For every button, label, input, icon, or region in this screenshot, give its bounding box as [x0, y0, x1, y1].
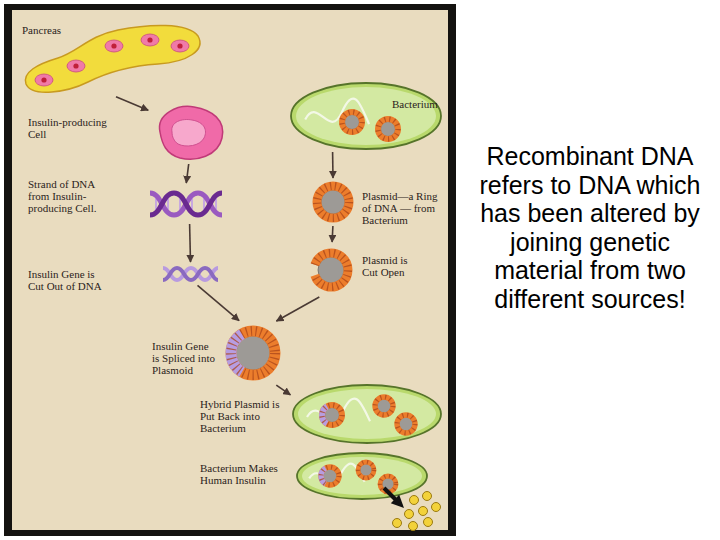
node-label: Insulin Gene is Cut Out of DNA: [28, 268, 103, 292]
flow-arrow: [332, 152, 334, 178]
pancreas-shape-part: [35, 74, 53, 86]
bacterium-cell-part: [322, 405, 342, 425]
flow-arrow: [189, 224, 191, 262]
cell-shape-part: [172, 120, 206, 147]
cell-shape-part: [160, 106, 223, 159]
bacterium-cell: Hybrid Plasmid is Put Back into Bacteriu…: [292, 384, 442, 444]
cell-shape-outline: [150, 102, 228, 162]
bacterium-cell-outline: [292, 384, 442, 444]
node-label: Insulin Gene is Spliced into Plasmoid: [152, 340, 215, 376]
bacterium-cell-part: [375, 397, 393, 415]
bacterium-cell-part: [358, 462, 374, 478]
bacterium-cell-part: [293, 385, 441, 443]
cut-plasmid-outline: [306, 244, 356, 296]
node-label: Plasmid is Cut Open: [362, 254, 414, 278]
bacterium-cell-part: [397, 415, 415, 433]
cell-shape: Insulin-producing Cell: [150, 102, 228, 162]
dna-strand-part: [150, 193, 222, 215]
node-label: Bacterium: [392, 98, 442, 110]
bacterium-cell-part: [375, 397, 393, 415]
output-arrow-head: [391, 495, 404, 508]
frame-border: [4, 4, 456, 536]
cut-plasmid: Plasmid is Cut Open: [306, 244, 356, 296]
hybrid-plasmid-part: [231, 331, 275, 375]
bacterium-cell-part: [380, 476, 396, 492]
insulin-dot: [419, 507, 428, 516]
dna-strand: Strand of DNA from Insulin-producing Cel…: [150, 185, 222, 222]
insulin-dot: [410, 496, 419, 505]
gene-segment: Insulin Gene is Cut Out of DNA: [163, 264, 218, 284]
pancreas-shape: Pancreas: [18, 22, 203, 96]
pancreas-shape-part: [73, 63, 78, 68]
gene-segment-part: [163, 268, 218, 280]
hybrid-plasmid-outline: [222, 322, 284, 384]
pancreas-shape-part: [171, 40, 189, 52]
bacterium-cell-part: [342, 112, 362, 132]
output-arrow-line: [384, 488, 396, 500]
bacterium-cell: Bacterium: [290, 82, 442, 150]
bacterium-cell-part: [291, 83, 441, 149]
flow-arrow: [116, 97, 148, 110]
flow-arrow: [331, 226, 333, 242]
flow-arrow: [198, 285, 240, 320]
node-label: Pancreas: [22, 24, 84, 36]
bacterium-cell-part: [297, 453, 427, 499]
bacterium-cell-part: [380, 476, 396, 492]
definition-note: Recombinant DNA refers to DNA which has …: [476, 142, 704, 313]
insulin-dot: [405, 510, 414, 519]
pancreas-shape-part: [111, 43, 116, 48]
bacterium-cell-part: [397, 415, 415, 433]
cut-plasmid-part: [315, 253, 348, 287]
pancreas-shape-part: [41, 77, 46, 82]
insulin-dot: [409, 522, 418, 531]
bacterium-cell-part: [322, 405, 342, 425]
bacterium-cell-part: [358, 462, 374, 478]
frame-background: [12, 10, 448, 530]
bacterium-cell-part: [298, 389, 436, 439]
gene-segment-outline: [163, 264, 218, 284]
flow-arrow: [276, 385, 290, 395]
node-label: Bacterium Makes Human Insulin: [200, 462, 290, 486]
pancreas-shape-part: [141, 34, 159, 46]
pancreas-shape-part: [147, 37, 152, 42]
insulin-dot: [393, 519, 402, 528]
node-label: Insulin-producing Cell: [28, 116, 120, 140]
plasmid-ring: Plasmid—a Ring of DNA — from Bacterium: [311, 180, 355, 224]
bacterium-cell-part: [321, 467, 339, 485]
plasmid-ring-part: [317, 186, 349, 218]
bacterium-cell-outline: [296, 452, 428, 500]
bacterium-cell-part: [302, 457, 422, 495]
bacterium-cell-outline: [290, 82, 442, 150]
insulin-dot: [423, 492, 432, 501]
plasmid-ring-part: [317, 186, 349, 218]
pancreas-shape-part: [67, 60, 85, 72]
flow-arrow: [276, 297, 319, 321]
node-label: Plasmid—a Ring of DNA — from Bacterium: [362, 190, 438, 226]
gene-segment-part: [163, 268, 218, 280]
bacterium-cell: Bacterium Makes Human Insulin: [296, 452, 428, 500]
insulin-dot: [424, 518, 433, 527]
bacterium-cell-part: [378, 119, 398, 139]
bacterium-cell-part: [378, 119, 398, 139]
dna-strand-outline: [150, 185, 222, 222]
node-label: Strand of DNA from Insulin-producing Cel…: [28, 178, 106, 214]
bacterium-cell-part: [342, 112, 362, 132]
insulin-dot: [432, 503, 441, 512]
flow-arrow: [186, 164, 188, 183]
node-label: Hybrid Plasmid is Put Back into Bacteriu…: [200, 398, 286, 434]
hybrid-plasmid: Insulin Gene is Spliced into Plasmoid: [222, 322, 284, 384]
dna-strand-part: [150, 193, 222, 215]
bacterium-cell-part: [296, 87, 436, 145]
bacterium-cell-part: [321, 467, 339, 485]
hybrid-plasmid-part: [231, 331, 275, 375]
plasmid-ring-outline: [311, 180, 355, 224]
cut-plasmid-part: [315, 253, 348, 287]
pancreas-shape-part: [105, 40, 123, 52]
pancreas-shape-part: [177, 43, 182, 48]
